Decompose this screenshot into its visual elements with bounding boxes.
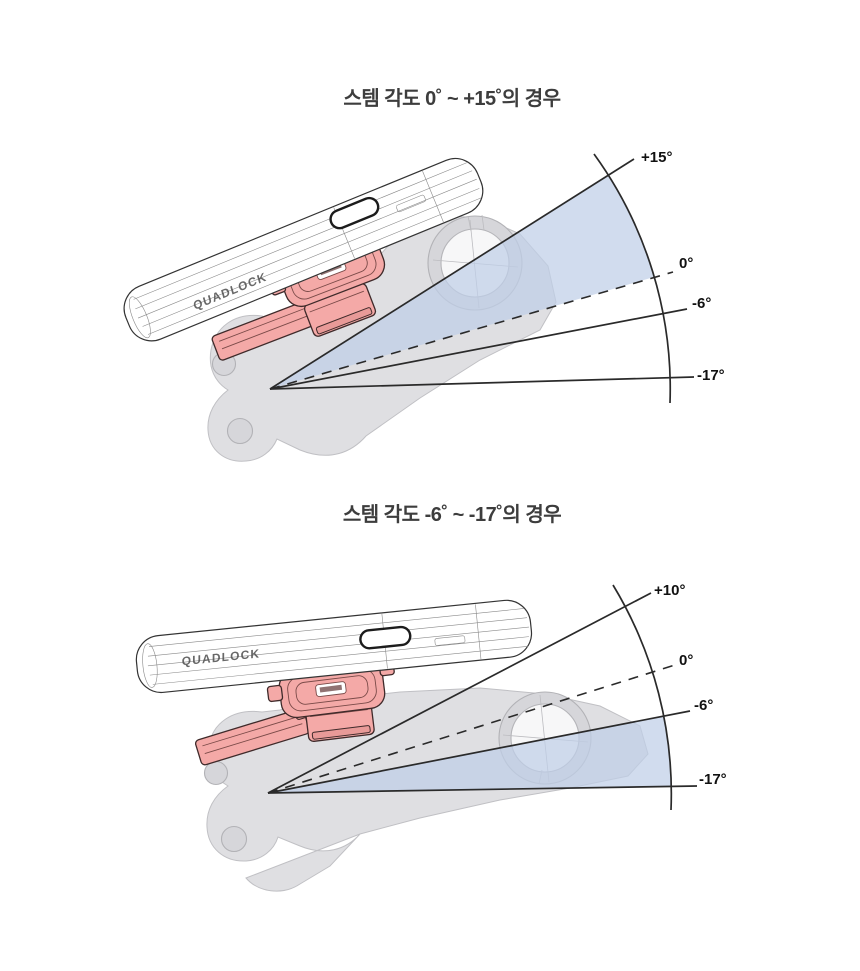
phone-contour-lines (129, 162, 482, 339)
figure1-diagram: +15° 0° -6° -17° (123, 149, 725, 462)
phone-contour-lines (142, 604, 530, 688)
angle-label-minus17: -17° (697, 367, 725, 384)
angle-label-minus6: -6° (694, 697, 713, 714)
angle-label-zero: 0° (679, 255, 693, 272)
phone-camera-cutout (329, 196, 380, 230)
ray-minus6 (267, 710, 691, 794)
ray-zero-dashed (269, 271, 674, 390)
angle-label-zero: 0° (679, 652, 693, 669)
angle-label-plus10: +10° (654, 582, 685, 599)
angle-label-minus17: -17° (699, 771, 727, 788)
ray-plus15 (269, 158, 635, 390)
faceplate-bolt (226, 417, 254, 445)
phone-camera-cutout (359, 625, 412, 650)
figure1-angle-fan: +15° 0° -6° -17° (269, 149, 725, 404)
faceplate-bolt (220, 825, 248, 853)
angle-label-plus15: +15° (641, 149, 672, 166)
figure2-phone: QUADLOCK (135, 599, 533, 694)
faceplate-bolt (203, 760, 229, 786)
mount-block (303, 283, 377, 337)
ray-minus6 (269, 308, 688, 390)
figure1-title: 스템 각도 0˚ ~ +15˚의 경우 (343, 88, 561, 110)
phone-outline (135, 599, 533, 694)
figure1-highlight-wedge (270, 175, 654, 389)
figure1-phone: QUADLOCK (123, 157, 484, 342)
angle-label-minus6: -6° (692, 295, 711, 312)
phone-outline (123, 157, 484, 342)
angle-arc (612, 584, 673, 811)
figure2-angle-fan: +10° 0° -6° -17° (267, 582, 727, 811)
ray-minus17 (267, 785, 698, 794)
figure2-title: 스템 각도 -6˚ ~ -17˚의 경우 (342, 504, 562, 526)
ray-plus10 (267, 592, 652, 794)
mount-head-tab (266, 684, 284, 703)
angle-arc (593, 153, 672, 404)
figure2-diagram: +10° 0° -6° -17° (135, 582, 727, 892)
ray-minus17 (269, 376, 695, 390)
